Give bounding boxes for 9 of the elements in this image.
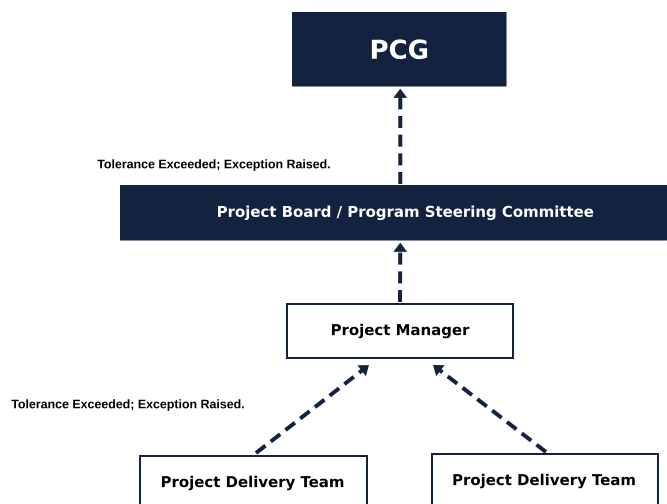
note-text: Tolerance Exceeded; Exception Raised.: [11, 399, 244, 411]
manager-box: Project Manager: [286, 303, 514, 359]
team-box: Project Delivery Team: [431, 453, 659, 504]
team-box: Project Delivery Team: [139, 455, 368, 504]
note-text: Tolerance Exceeded; Exception Raised.: [97, 159, 330, 171]
dashed-arrow: [254, 365, 369, 455]
board-box: Project Board / Program Steering Committee: [120, 185, 667, 241]
dashed-arrow: [433, 365, 548, 454]
top-box: PCG: [292, 12, 507, 87]
